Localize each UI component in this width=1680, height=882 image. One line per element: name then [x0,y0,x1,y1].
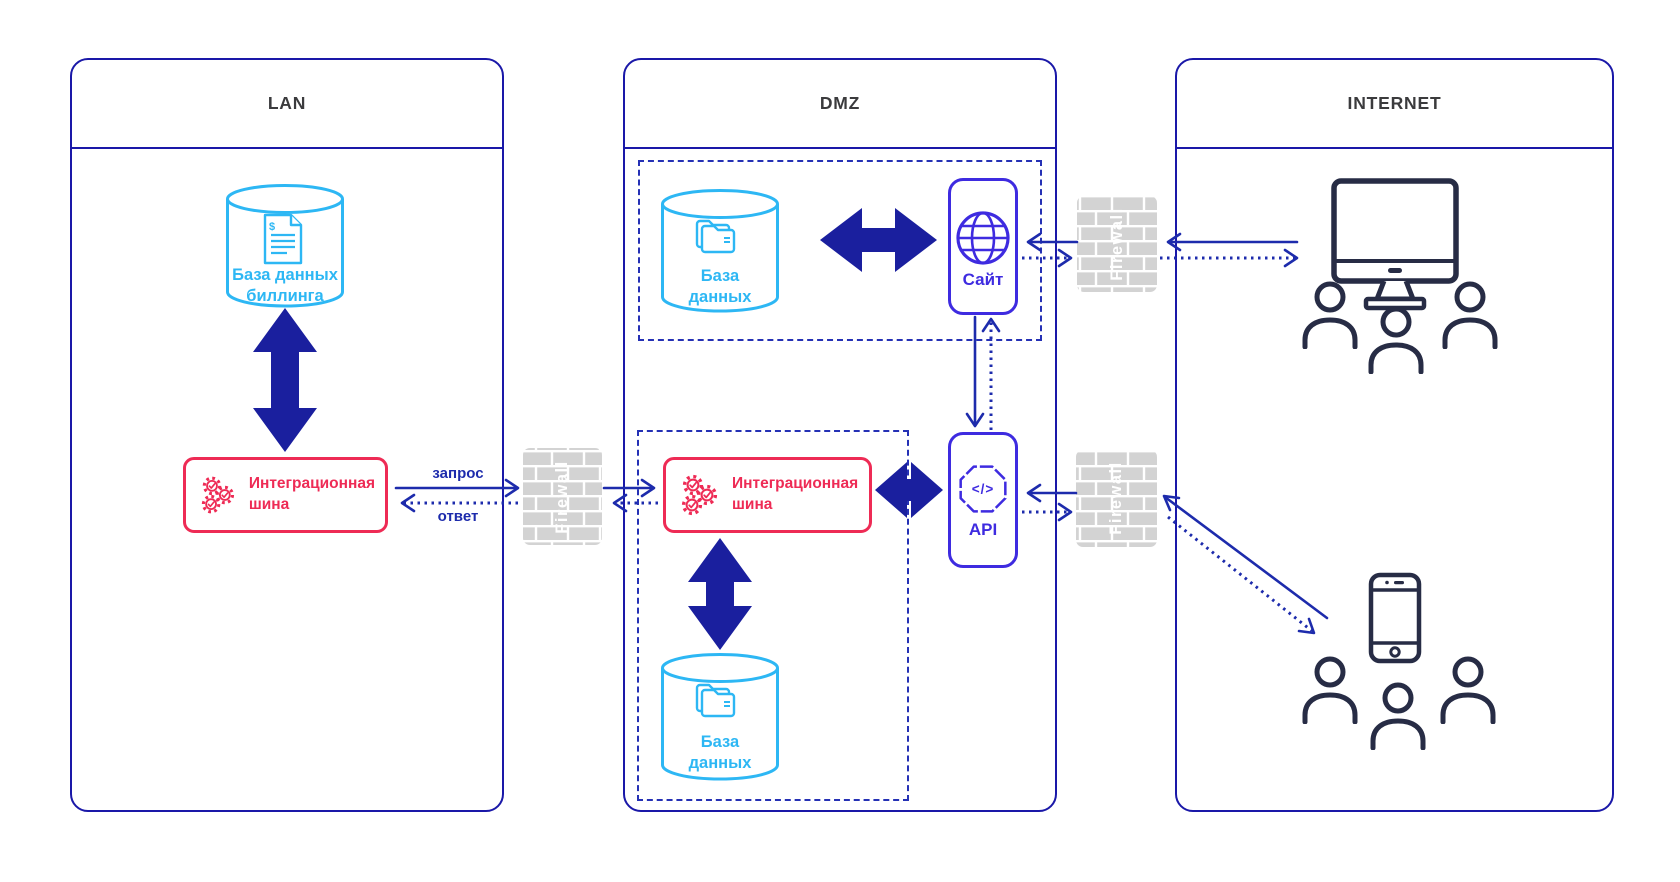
api-node: </> API [948,432,1018,568]
api-code-gear-icon: </> [959,465,1007,513]
svg-text:$: $ [269,221,275,233]
zone-dmz: DMZ [623,58,1057,812]
gears-icon [681,474,718,516]
firewall-lan-dmz: Firewall [523,448,602,545]
database-cylinder-icon: $ [226,184,344,308]
edge-response-firewall-lanbus [400,493,518,513]
billing-database-label: База данных биллинга [232,266,338,306]
user-icon [1368,682,1428,750]
dashed-arrows [400,248,1316,635]
integration-bus-lan: Интеграционная шина [183,457,388,533]
firewall-api-internet: Firewall [1076,450,1157,547]
thick-arrow-dmzbus-api [875,462,943,518]
user-icon [1438,656,1498,724]
edge-request-firewall-api [1026,483,1078,503]
edge-response-dmzbus-firewall [612,493,658,513]
integration-bus-lan-label: Интеграционная шина [248,475,375,513]
database-cylinder-icon [661,189,779,313]
user-icon [1440,281,1500,349]
integration-bus-dmz: Интеграционная шина [663,457,872,533]
edge-request-phone-firewall [1162,494,1329,620]
api-label: API [968,520,998,539]
request-label: запрос [432,465,484,482]
firewall-label: Firewall [1107,461,1125,534]
zone-dmz-title: DMZ [819,93,861,113]
edge-request-site-api [965,315,985,428]
edge-response-firewall-phone [1167,515,1316,635]
dmz-integration-segment [637,430,909,801]
user-icon [1366,306,1426,374]
edge-response-api-firewall [1022,502,1073,522]
firewall-label: Firewall [553,460,571,533]
user-icon [1300,281,1360,349]
billing-database: $ База данных биллинга [225,183,345,308]
edge-response-api-site [981,317,1001,430]
smartphone-icon [1368,572,1422,664]
web-database-label: База данных [688,267,752,307]
thick-arrow-billingdb-lanbus [253,308,317,452]
edge-request-firewall-dmzbus [602,478,656,498]
zone-lan: LAN [70,58,504,812]
svg-text:</>: </> [972,481,994,496]
folders-icon [695,219,736,254]
database-cylinder-icon [661,653,779,781]
zone-internet-header: INTERNET [1177,60,1612,149]
solid-arrows [394,232,1329,620]
api-database-label: База данных [688,733,752,773]
edge-response-site-firewall [1022,248,1073,268]
firewall-site-internet: Firewall [1077,196,1157,292]
edge-request-internet-firewall-top [1166,232,1299,252]
web-database: База данных [660,188,780,313]
site-node: Сайт [948,178,1018,315]
api-database: База данных [660,652,780,782]
firewall-label: Firewall [1108,207,1126,280]
site-label: Сайт [962,270,1004,289]
response-label: ответ [437,508,479,525]
zone-lan-title: LAN [267,93,307,113]
thick-arrows [253,208,943,650]
zone-internet: INTERNET [1175,58,1614,812]
gears-icon [201,476,235,514]
zone-dmz-header: DMZ [625,60,1055,149]
user-icon [1300,656,1360,724]
edge-request-lanbus-firewall [394,478,520,498]
edge-response-firewall-internet-top [1160,248,1299,268]
globe-icon [956,211,1010,265]
folders-icon [695,683,736,718]
desktop-computer-icon [1330,177,1460,317]
edge-request-firewall-site [1026,232,1079,252]
billing-document-icon: $ [263,213,303,265]
zone-lan-header: LAN [72,60,502,149]
thick-arrow-dmzbus-apidb [688,538,752,650]
thick-arrow-webdb-site [820,208,937,272]
zone-internet-title: INTERNET [1347,93,1442,113]
integration-bus-dmz-label: Интеграционная шина [732,475,859,513]
